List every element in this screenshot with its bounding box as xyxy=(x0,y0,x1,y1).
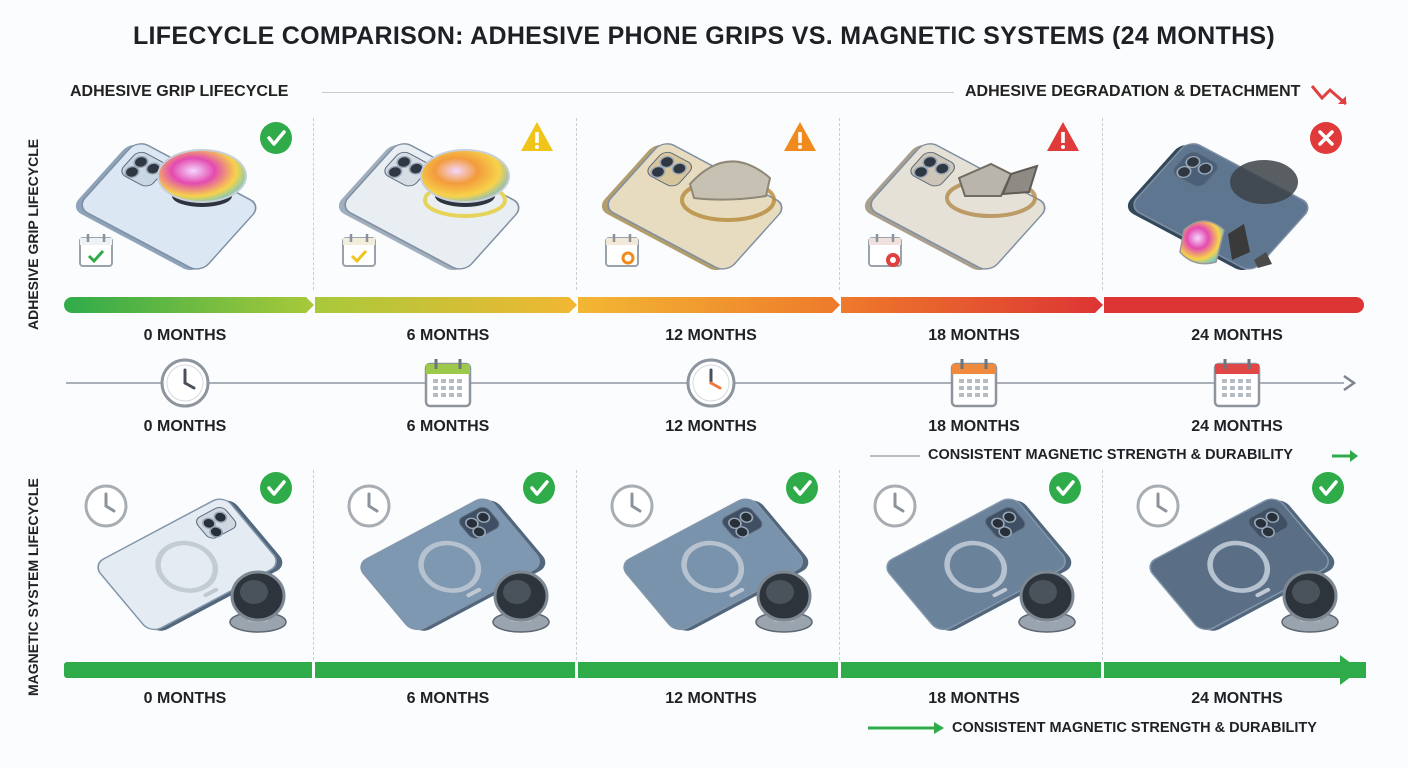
adhesive-month-0: 0 MONTHS xyxy=(143,327,227,344)
magnetic-bar-segment xyxy=(1104,662,1366,678)
adhesive-bar-segment xyxy=(578,297,840,313)
adhesive-bar-segment xyxy=(841,297,1103,313)
column-divider xyxy=(576,470,577,660)
timeline-month-0: 0 MONTHS xyxy=(143,418,227,435)
calendar-icon xyxy=(342,234,376,267)
calendar-icon xyxy=(868,234,902,267)
timeline-month-1: 6 MONTHS xyxy=(406,418,490,435)
magnetic-month-4: 24 MONTHS xyxy=(1191,690,1283,707)
check-icon xyxy=(1312,472,1344,504)
adhesive-panel-3 xyxy=(841,112,1103,282)
magnetic-bar-segment xyxy=(64,662,312,678)
calendar-icon xyxy=(950,359,998,408)
green-arrow-icon xyxy=(1332,450,1358,462)
timeline-month-3: 18 MONTHS xyxy=(928,418,1020,435)
magnetic-panel-1 xyxy=(315,472,577,642)
magnetic-strength-label-top: CONSISTENT MAGNETIC STRENGTH & DURABILIT… xyxy=(928,447,1293,463)
clock-icon xyxy=(84,484,128,528)
downtrend-arrow-icon xyxy=(1310,85,1347,106)
check-icon xyxy=(523,472,555,504)
warning-icon xyxy=(521,122,553,151)
warning-icon xyxy=(1047,122,1079,151)
adhesive-panel-1 xyxy=(315,112,577,282)
timeline-arrow-icon xyxy=(1343,374,1357,392)
page-title: LIFECYCLE COMPARISON: ADHESIVE PHONE GRI… xyxy=(132,22,1276,50)
column-divider xyxy=(313,118,314,290)
column-divider xyxy=(839,118,840,290)
strength-top-rule xyxy=(870,455,920,457)
adhesive-panel-0 xyxy=(52,112,314,282)
column-divider xyxy=(1102,470,1103,660)
check-icon xyxy=(260,122,292,154)
calendar-icon xyxy=(1213,359,1261,408)
calendar-icon xyxy=(79,234,113,267)
adhesive-header-label: ADHESIVE GRIP LIFECYCLE xyxy=(70,83,289,100)
magnetic-month-3: 18 MONTHS xyxy=(928,690,1020,707)
timeline-month-2: 12 MONTHS xyxy=(665,418,757,435)
adhesive-panel-4 xyxy=(1104,112,1366,282)
column-divider xyxy=(839,470,840,660)
adhesive-month-2: 12 MONTHS xyxy=(665,327,757,344)
adhesive-bar-segment xyxy=(1104,297,1364,313)
magnetic-mount xyxy=(229,570,287,633)
magnetic-month-0: 0 MONTHS xyxy=(143,690,227,707)
magnetic-bar-segment xyxy=(315,662,575,678)
check-icon xyxy=(786,472,818,504)
calendar-icon xyxy=(605,234,639,267)
timeline-month-4: 24 MONTHS xyxy=(1191,418,1283,435)
adhesive-header-rule xyxy=(322,92,954,93)
green-arrow-icon xyxy=(868,722,944,734)
magnetic-bar-segment xyxy=(578,662,838,678)
clock-icon xyxy=(160,358,210,408)
column-divider xyxy=(576,118,577,290)
adhesive-panel-2 xyxy=(578,112,840,282)
adhesive-side-label: ADHESIVE GRIP LIFECYCLE xyxy=(25,138,41,330)
clock-icon xyxy=(1136,484,1180,528)
clock-icon xyxy=(347,484,391,528)
calendar-icon xyxy=(424,359,472,408)
magnetic-strength-label-bottom: CONSISTENT MAGNETIC STRENGTH & DURABILIT… xyxy=(952,720,1317,736)
adhesive-degradation-label: ADHESIVE DEGRADATION & DETACHMENT xyxy=(965,83,1301,100)
magnetic-mount xyxy=(1281,570,1339,633)
column-divider xyxy=(1102,118,1103,290)
magnetic-mount xyxy=(755,570,813,633)
error-icon xyxy=(1310,122,1342,154)
adhesive-month-4: 24 MONTHS xyxy=(1191,327,1283,344)
magnetic-mount xyxy=(492,570,550,633)
check-icon xyxy=(260,472,292,504)
magnetic-month-1: 6 MONTHS xyxy=(406,690,490,707)
magnetic-panel-0 xyxy=(52,472,314,642)
magnetic-panel-4 xyxy=(1104,472,1366,642)
magnetic-bar-segment xyxy=(841,662,1101,678)
magnetic-mount xyxy=(1018,570,1076,633)
clock-icon xyxy=(610,484,654,528)
bar-arrow-icon xyxy=(1340,655,1360,685)
column-divider xyxy=(313,470,314,660)
magnetic-panel-3 xyxy=(841,472,1103,642)
adhesive-bar-segment xyxy=(64,297,314,313)
clock-icon xyxy=(686,358,736,408)
magnetic-month-2: 12 MONTHS xyxy=(665,690,757,707)
adhesive-month-1: 6 MONTHS xyxy=(406,327,490,344)
magnetic-side-label: MAGNETIC SYSTEM LIFECYCLE xyxy=(25,478,41,696)
magnetic-panel-2 xyxy=(578,472,840,642)
check-icon xyxy=(1049,472,1081,504)
adhesive-bar-segment xyxy=(315,297,577,313)
warning-icon xyxy=(784,122,816,151)
adhesive-month-3: 18 MONTHS xyxy=(928,327,1020,344)
clock-icon xyxy=(873,484,917,528)
